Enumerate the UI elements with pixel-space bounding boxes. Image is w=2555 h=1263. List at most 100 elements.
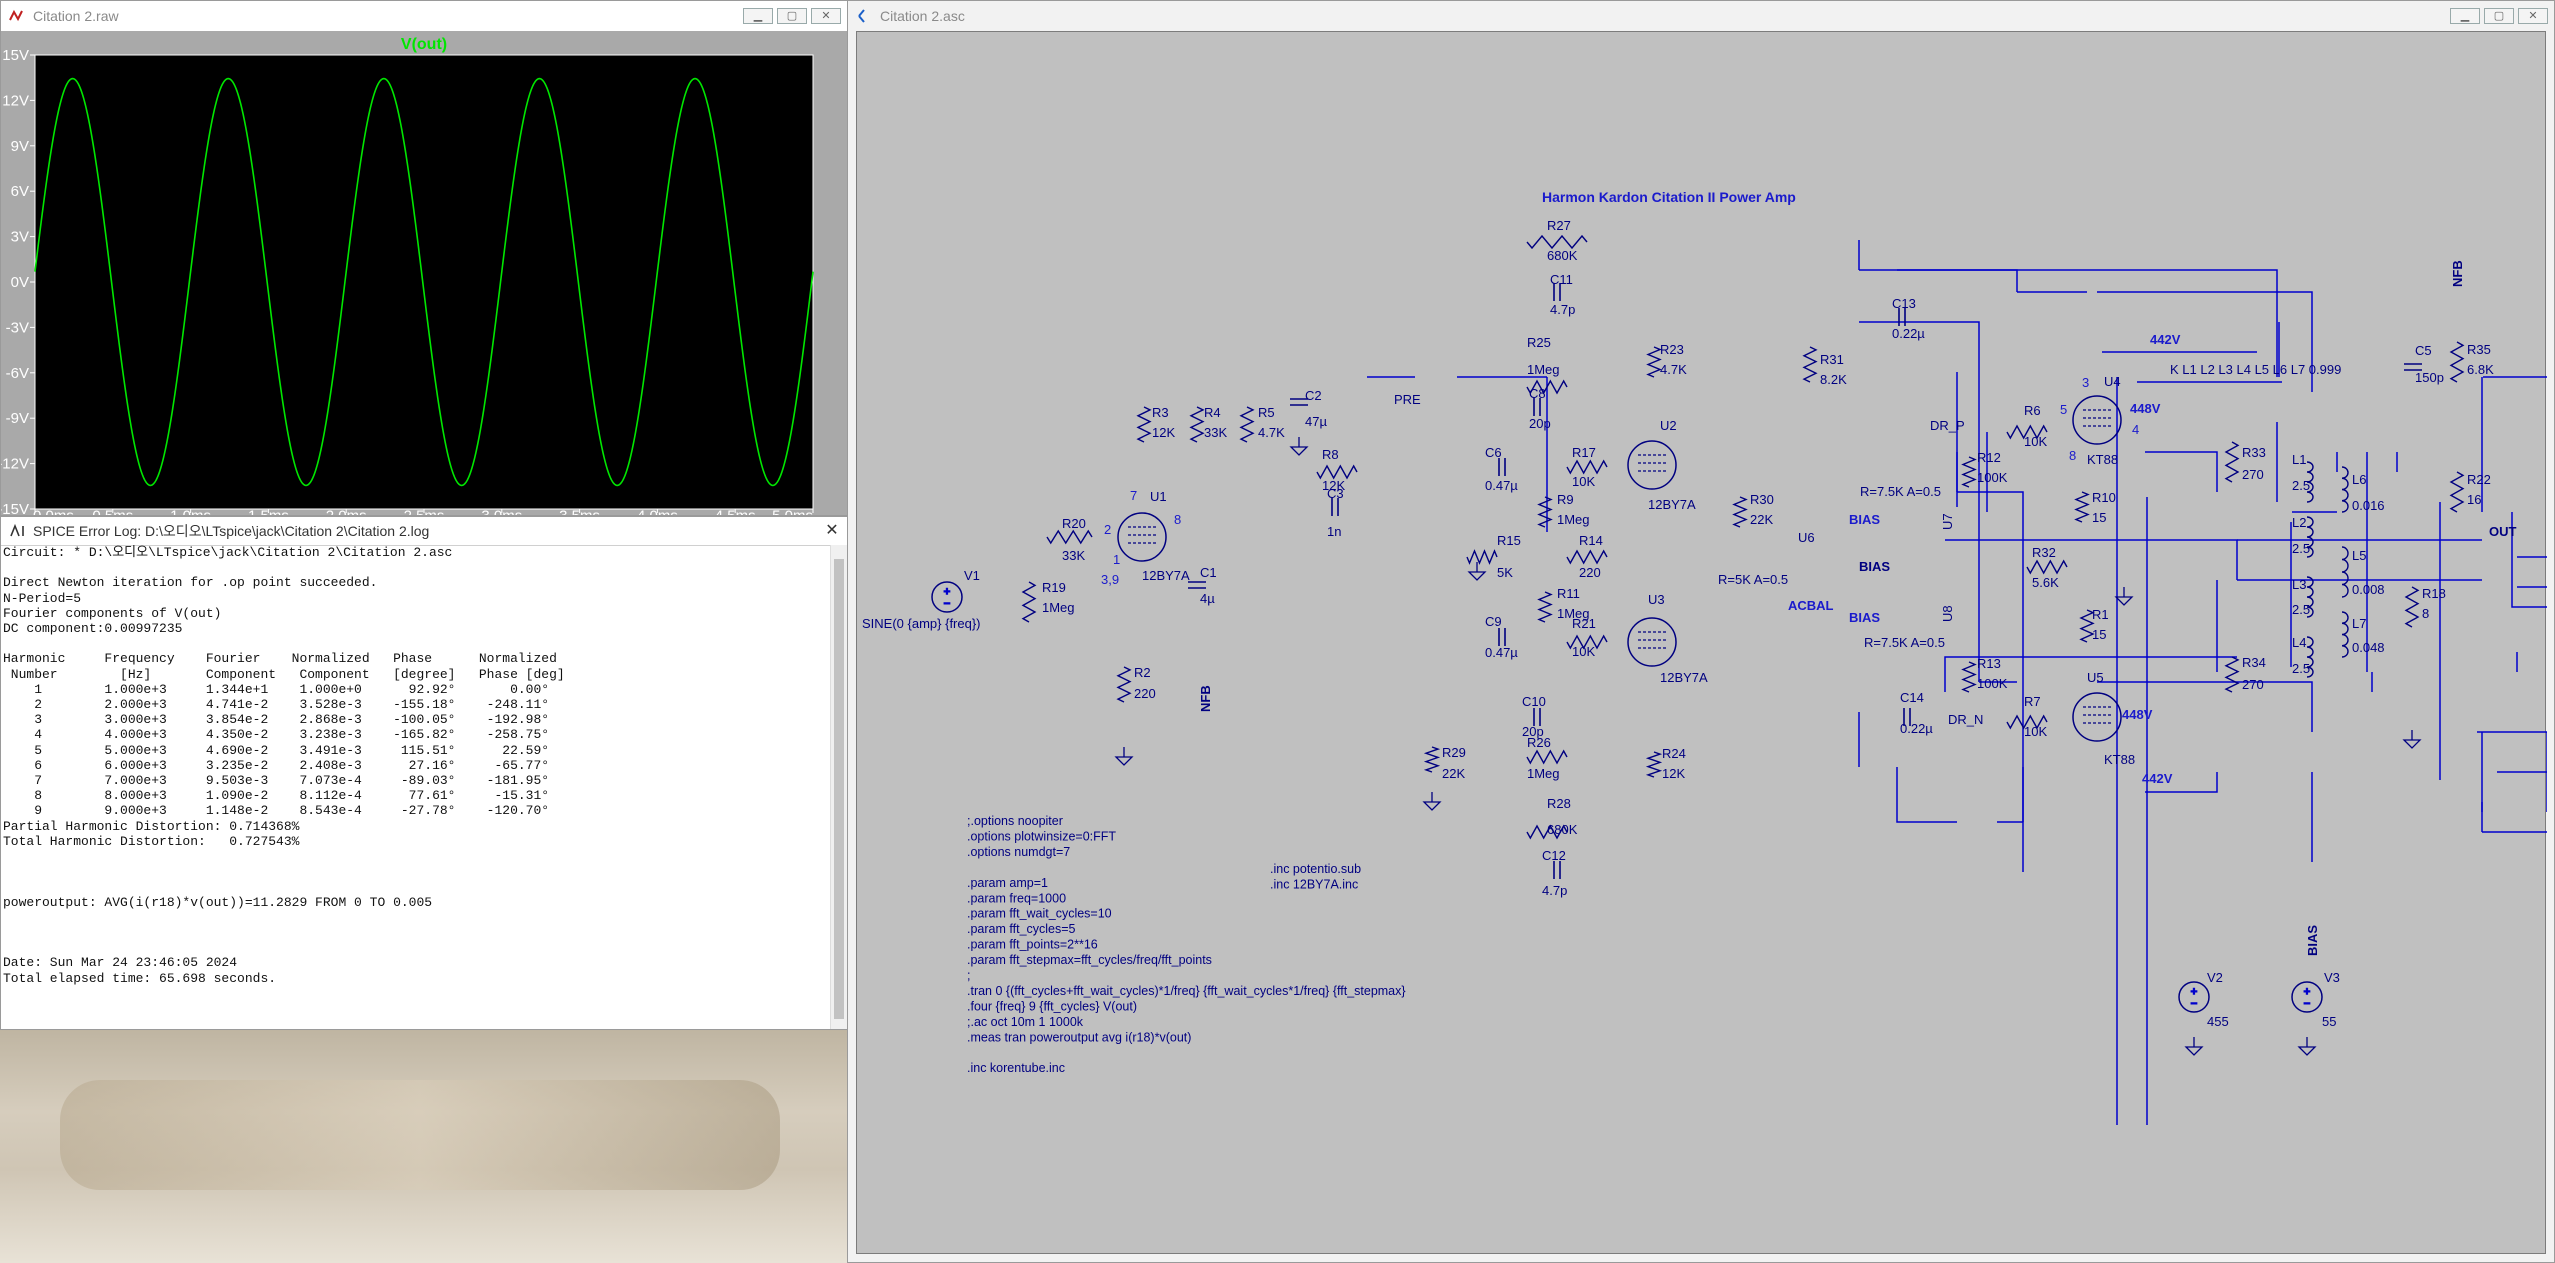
capacitor-c11[interactable] — [1553, 283, 1561, 301]
capacitor-c9[interactable] — [1498, 628, 1506, 646]
resistor-r3[interactable] — [1136, 406, 1152, 443]
spice-log-window[interactable]: SPICE Error Log: D:\오디오\LTspice\jack\Cit… — [0, 516, 848, 1030]
resistor-r25[interactable] — [1526, 379, 1568, 395]
schematic-titlebar[interactable]: Citation 2.asc ▁ ▢ ✕ — [848, 1, 2554, 31]
close-button[interactable]: ✕ — [2518, 8, 2548, 24]
ref-r27: R27 — [1547, 218, 1571, 233]
inductor-l3[interactable] — [2306, 576, 2314, 618]
spice-directive: .tran 0 {(fft_cycles+fft_wait_cycles)*1/… — [967, 984, 1406, 998]
resistor-r14[interactable] — [1566, 549, 1608, 565]
tube-u2[interactable] — [1627, 440, 1677, 490]
capacitor-c12[interactable] — [1553, 861, 1561, 879]
waveform-trace — [34, 77, 814, 487]
source-v1[interactable] — [931, 581, 963, 613]
close-icon[interactable]: ✕ — [825, 520, 839, 539]
log-line: Circuit: * D:\오디오\LTspice\jack\Citation … — [3, 545, 453, 560]
inductor-l5[interactable] — [2341, 546, 2349, 598]
ref-c1: C1 — [1200, 565, 1217, 580]
resistor-r4[interactable] — [1189, 406, 1205, 443]
capacitor-c1[interactable] — [1188, 581, 1206, 589]
resistor-r1[interactable] — [2079, 609, 2095, 643]
maximize-button[interactable]: ▢ — [2484, 8, 2514, 24]
resistor-r35[interactable] — [2449, 341, 2465, 383]
minimize-button[interactable]: ▁ — [2450, 8, 2480, 24]
resistor-r24[interactable] — [1645, 751, 1663, 778]
log-titlebar[interactable]: SPICE Error Log: D:\오디오\LTspice\jack\Cit… — [1, 517, 847, 546]
source-v2[interactable] — [2178, 981, 2210, 1013]
val-r5: 4.7K — [1258, 425, 1285, 440]
resistor-r34[interactable] — [2224, 656, 2240, 693]
tube-u1[interactable] — [1117, 512, 1167, 562]
close-button[interactable]: ✕ — [811, 8, 841, 24]
minimize-button[interactable]: ▁ — [743, 8, 773, 24]
waveform-chart[interactable]: 15V12V9V6V3V0V-3V-6V-9V-12V-15V0.0ms0.5m… — [1, 31, 847, 515]
val-r35: 6.8K — [2467, 362, 2494, 377]
resistor-r20[interactable] — [1046, 529, 1093, 545]
resistor-r29[interactable] — [1423, 746, 1441, 773]
resistor-r18[interactable] — [2404, 586, 2420, 628]
ref-l5: L5 — [2352, 548, 2366, 563]
resistor-r13[interactable] — [1961, 661, 1977, 693]
resistor-r21[interactable] — [1566, 634, 1608, 650]
inductor-l7[interactable] — [2341, 611, 2349, 658]
capacitor-c2[interactable] — [1290, 398, 1308, 406]
tube-u5[interactable] — [2072, 692, 2122, 742]
resistor-r12[interactable] — [1961, 456, 1977, 488]
capacitor-c3[interactable] — [1331, 498, 1339, 516]
ground-symbol — [1289, 437, 1309, 456]
schematic-drawing[interactable]: Harmon Kardon Citation II Power AmpR234.… — [857, 32, 2547, 1255]
waveform-plot-area[interactable]: 15V12V9V6V3V0V-3V-6V-9V-12V-15V0.0ms0.5m… — [1, 31, 847, 515]
val-l4: 2.5 — [2292, 661, 2310, 676]
inductor-l4[interactable] — [2306, 636, 2314, 678]
capacitor-c6[interactable] — [1498, 458, 1506, 476]
resistor-r8[interactable] — [1316, 464, 1358, 480]
x-tick-label: 2.0ms — [326, 507, 367, 515]
source-v3[interactable] — [2291, 981, 2323, 1013]
resistor-r30[interactable] — [1732, 496, 1748, 528]
capacitor-c5[interactable] — [2404, 363, 2422, 371]
resistor-r23[interactable] — [1646, 346, 1662, 378]
net-label-pre: PRE — [1394, 392, 1421, 407]
resistor-r10[interactable] — [2074, 491, 2090, 523]
resistor-r15[interactable] — [1466, 549, 1498, 565]
maximize-button[interactable]: ▢ — [777, 8, 807, 24]
ref-r31: R31 — [1820, 352, 1844, 367]
schematic-window[interactable]: Citation 2.asc ▁ ▢ ✕ — [847, 0, 2555, 1263]
ref-c5: C5 — [2415, 343, 2432, 358]
tube-u1-grid — [1128, 526, 1156, 544]
inductor-l2[interactable] — [2306, 516, 2314, 558]
resistor-r22[interactable] — [2449, 471, 2465, 513]
capacitor-c8[interactable] — [1533, 398, 1541, 416]
y-tick-label: 0V — [11, 274, 29, 291]
ref-r12: R12 — [1977, 450, 2001, 465]
tube-u3[interactable] — [1627, 617, 1677, 667]
resistor-r27[interactable] — [1526, 234, 1588, 250]
resistor-r2[interactable] — [1116, 666, 1132, 703]
resistor-r28[interactable] — [1526, 824, 1568, 840]
plot-background — [34, 54, 814, 510]
resistor-r33[interactable] — [2224, 441, 2240, 483]
resistor-r7[interactable] — [2006, 714, 2048, 730]
resistor-r19[interactable] — [1021, 581, 1037, 623]
resistor-r17[interactable] — [1566, 459, 1608, 475]
ref-r21: R21 — [1572, 616, 1596, 631]
inductor-l6[interactable] — [2341, 466, 2349, 513]
resistor-r31[interactable] — [1802, 346, 1818, 383]
log-scrollbar[interactable] — [830, 545, 847, 1029]
inductor-l1[interactable] — [2306, 461, 2314, 503]
resistor-r32[interactable] — [2026, 559, 2068, 575]
log-scroll-thumb[interactable] — [834, 559, 844, 1019]
resistor-r6[interactable] — [2006, 424, 2048, 440]
resistor-r11[interactable] — [1537, 591, 1553, 623]
tube-u4[interactable] — [2072, 395, 2122, 445]
net-label-442v-top: 442V — [2150, 332, 2181, 347]
resistor-r9[interactable] — [1537, 496, 1553, 528]
capacitor-c10[interactable] — [1533, 708, 1541, 726]
capacitor-c14[interactable] — [1903, 708, 1911, 726]
resistor-r5[interactable] — [1239, 406, 1255, 443]
capacitor-c13[interactable] — [1898, 308, 1906, 326]
resistor-r26[interactable] — [1526, 749, 1568, 765]
waveform-titlebar[interactable]: Citation 2.raw ▁ ▢ ✕ — [1, 1, 847, 31]
